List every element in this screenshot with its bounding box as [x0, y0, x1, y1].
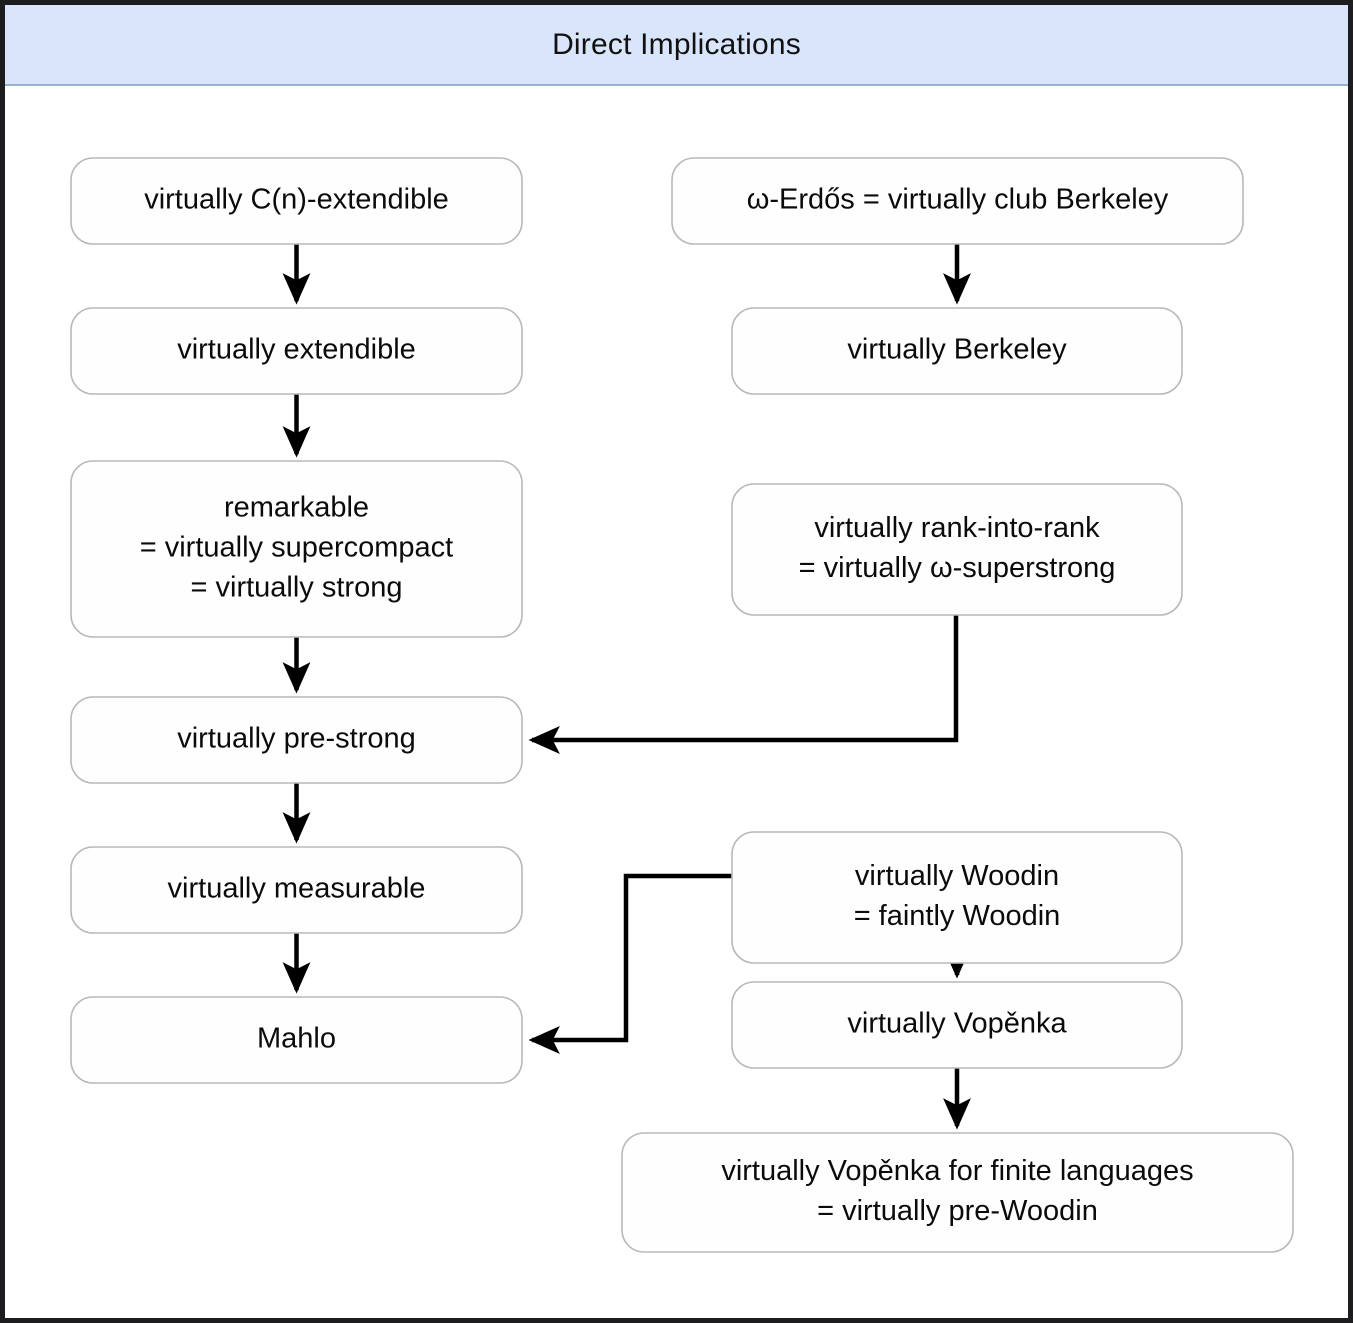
node-label-remarkable-line-2: = virtually supercompact: [140, 532, 454, 564]
node-box-mahlo: [70, 996, 523, 1084]
node-label-virtually-pre-strong: virtually pre-strong: [177, 723, 416, 755]
node-remarkable[interactable]: remarkable = virtually supercompact = virt…: [70, 460, 523, 638]
diagram-canvas: virtually C(n)-extendible virtually exten…: [70, 157, 1294, 1253]
nodes-layer: virtually C(n)-extendible virtually exten…: [70, 157, 1294, 1253]
node-label-virtually-woodin-line-1: virtually Woodin: [855, 860, 1059, 892]
node-box-omega-erdos: [671, 157, 1244, 245]
node-label-remarkable-line-3: = virtually strong: [191, 572, 403, 604]
node-label-virtually-vopenka-finite-line-2: = virtually pre-Woodin: [817, 1195, 1098, 1227]
node-label-virtually-rank-into-rank-line-1: virtually rank-into-rank: [814, 512, 1100, 544]
node-box-virtually-vopenka: [731, 981, 1183, 1069]
page-title: Direct Implications: [552, 27, 801, 61]
node-omega-erdos[interactable]: ω-Erdős = virtually club Berkeley: [671, 157, 1244, 245]
node-label-virtually-vopenka: virtually Vopěnka: [847, 1008, 1067, 1040]
node-label-virtually-woodin-line-2: = faintly Woodin: [854, 900, 1061, 932]
node-label-virtually-measurable: virtually measurable: [168, 873, 426, 905]
node-label-mahlo: Mahlo: [257, 1023, 336, 1055]
node-box-virtually-pre-strong: [70, 696, 523, 784]
node-box-virtually-woodin: [731, 831, 1183, 964]
node-box-virtually-berkeley: [731, 307, 1183, 395]
node-virtually-measurable[interactable]: virtually measurable: [70, 846, 523, 934]
node-virtually-rank-into-rank[interactable]: virtually rank-into-rank = virtually ω-su…: [731, 483, 1183, 616]
node-label-remarkable-line-1: remarkable: [224, 492, 369, 524]
node-box-remarkable: [70, 460, 523, 638]
node-label-virtually-extendible: virtually extendible: [177, 334, 416, 366]
node-label-virtually-cn-extendible: virtually C(n)-extendible: [144, 184, 449, 216]
node-box-virtually-vopenka-finite: [621, 1132, 1294, 1253]
node-label-virtually-berkeley: virtually Berkeley: [847, 334, 1067, 366]
node-virtually-extendible[interactable]: virtually extendible: [70, 307, 523, 395]
node-box-virtually-rank-into-rank: [731, 483, 1183, 616]
node-virtually-cn-extendible[interactable]: virtually C(n)-extendible: [70, 157, 523, 245]
node-virtually-woodin[interactable]: virtually Woodin = faintly Woodin: [731, 831, 1183, 964]
node-label-virtually-rank-into-rank-line-2: = virtually ω-superstrong: [799, 552, 1116, 584]
node-label-omega-erdos: ω-Erdős = virtually club Berkeley: [747, 184, 1169, 216]
node-box-virtually-extendible: [70, 307, 523, 395]
node-virtually-pre-strong[interactable]: virtually pre-strong: [70, 696, 523, 784]
node-virtually-berkeley[interactable]: virtually Berkeley: [731, 307, 1183, 395]
node-label-virtually-vopenka-finite-line-1: virtually Vopěnka for finite languages: [721, 1155, 1193, 1187]
node-mahlo[interactable]: Mahlo: [70, 996, 523, 1084]
title-bar: Direct Implications: [5, 5, 1348, 86]
node-virtually-vopenka-finite[interactable]: virtually Vopěnka for finite languages = …: [621, 1132, 1294, 1253]
edge-virtually-woodin-to-mahlo: [528, 873, 732, 1054]
node-virtually-vopenka[interactable]: virtually Vopěnka: [731, 981, 1183, 1069]
edges-layer: [282, 244, 971, 1130]
edge-virtually-rank-into-rank-to-virtually-pre-strong: [528, 615, 959, 754]
node-box-virtually-measurable: [70, 846, 523, 934]
node-box-virtually-cn-extendible: [70, 157, 523, 245]
